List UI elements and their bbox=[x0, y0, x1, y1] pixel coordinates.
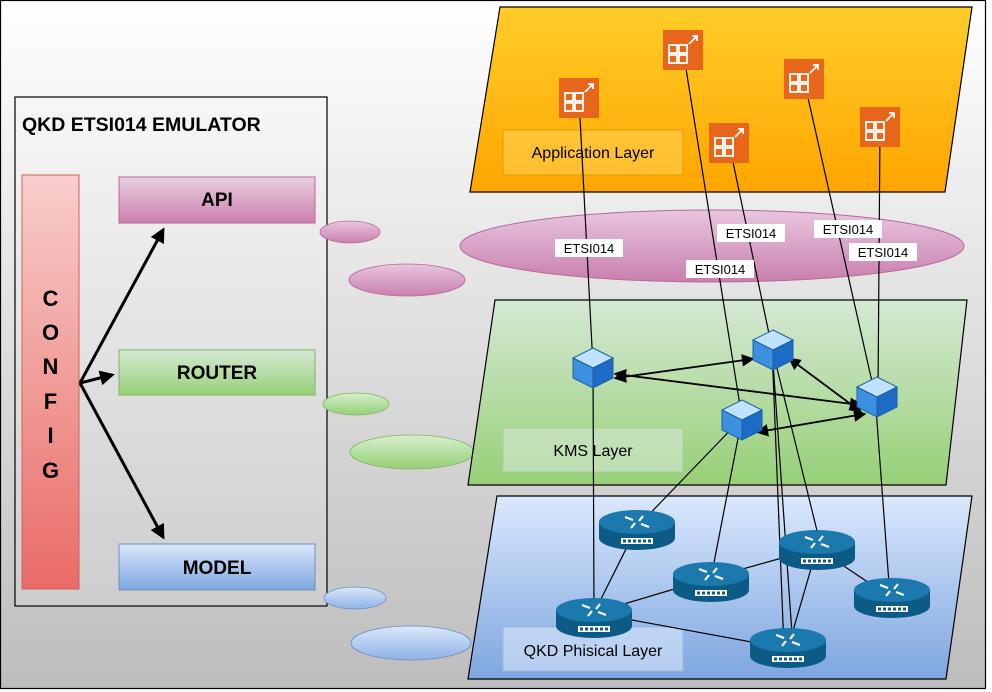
config-bar bbox=[21, 174, 80, 590]
etsi014-labels: ETSI014 ETSI014 ETSI014 ETSI014 ETSI014 bbox=[555, 220, 917, 278]
etsi014-label-5: ETSI014 bbox=[849, 243, 917, 261]
svg-text:ETSI014: ETSI014 bbox=[858, 245, 909, 260]
pink-cloud-small-1 bbox=[319, 220, 381, 244]
config-letter-f: F bbox=[44, 389, 57, 414]
router-icon bbox=[671, 560, 751, 604]
router-icon bbox=[597, 508, 677, 552]
emulator-title: QKD ETSI014 EMULATOR bbox=[22, 114, 261, 136]
config-label: C O N F I G bbox=[42, 286, 59, 483]
config-to-model-arrow bbox=[78, 382, 165, 540]
api-label: API bbox=[201, 190, 233, 211]
app-kms-link-3 bbox=[728, 142, 773, 349]
router-icon bbox=[852, 576, 932, 620]
etsi014-label-2: ETSI014 bbox=[686, 260, 754, 278]
svg-text:ETSI014: ETSI014 bbox=[823, 222, 874, 237]
api-box bbox=[118, 176, 316, 224]
kms-arrow-3 bbox=[787, 357, 863, 413]
etsi014-label-4: ETSI014 bbox=[814, 220, 882, 238]
physical-layer-label: QKD Phisical Layer bbox=[524, 643, 663, 660]
config-letter-g: G bbox=[42, 458, 59, 483]
config-letter-i: I bbox=[47, 423, 53, 448]
kms-qkd-link-3 bbox=[710, 417, 743, 579]
application-node-icon bbox=[709, 123, 749, 163]
config-to-api-arrow bbox=[78, 227, 165, 384]
model-box bbox=[118, 543, 316, 591]
kms-qkd-link-1 bbox=[592, 365, 595, 614]
kms-arrow-4 bbox=[755, 409, 867, 437]
application-node-icon bbox=[860, 107, 900, 147]
router-icon bbox=[748, 626, 828, 670]
config-arrows bbox=[78, 227, 165, 540]
config-letter-n: N bbox=[43, 354, 59, 379]
kms-qkd-link-7 bbox=[874, 394, 891, 598]
etsi014-label-3: ETSI014 bbox=[717, 224, 785, 242]
router-label: ROUTER bbox=[177, 363, 258, 384]
config-to-router-arrow bbox=[79, 370, 115, 386]
app-kms-link-1 bbox=[578, 97, 594, 367]
application-layer-label-box bbox=[502, 129, 684, 176]
blue-cloud-small-2 bbox=[350, 625, 472, 661]
application-node-icon bbox=[663, 30, 703, 70]
kms-arrows bbox=[613, 354, 867, 437]
svg-text:ETSI014: ETSI014 bbox=[695, 262, 746, 277]
router-icon bbox=[554, 596, 634, 640]
svg-text:ETSI014: ETSI014 bbox=[726, 226, 777, 241]
emulator-panel: QKD ETSI014 EMULATOR C O N F I G API ROU… bbox=[14, 96, 328, 607]
config-letter-o: O bbox=[42, 320, 59, 345]
connector-clouds bbox=[319, 220, 475, 661]
application-node-icon bbox=[559, 78, 599, 118]
etsi014-label-1: ETSI014 bbox=[555, 239, 623, 257]
router-icon bbox=[777, 528, 857, 572]
green-cloud-small-2 bbox=[349, 434, 475, 470]
application-node-icon bbox=[784, 59, 824, 99]
config-letter-c: C bbox=[43, 286, 59, 311]
svg-text:ETSI014: ETSI014 bbox=[564, 241, 615, 256]
router-box bbox=[118, 349, 316, 396]
kms-qkd-link-2 bbox=[636, 417, 743, 528]
application-layer-label: Application Layer bbox=[532, 145, 655, 162]
pink-cloud-small-2 bbox=[348, 263, 466, 297]
application-layer: Application Layer bbox=[469, 6, 973, 193]
blue-cloud-small-1 bbox=[323, 586, 387, 610]
model-label: MODEL bbox=[183, 558, 252, 579]
green-cloud-small-1 bbox=[322, 392, 390, 416]
